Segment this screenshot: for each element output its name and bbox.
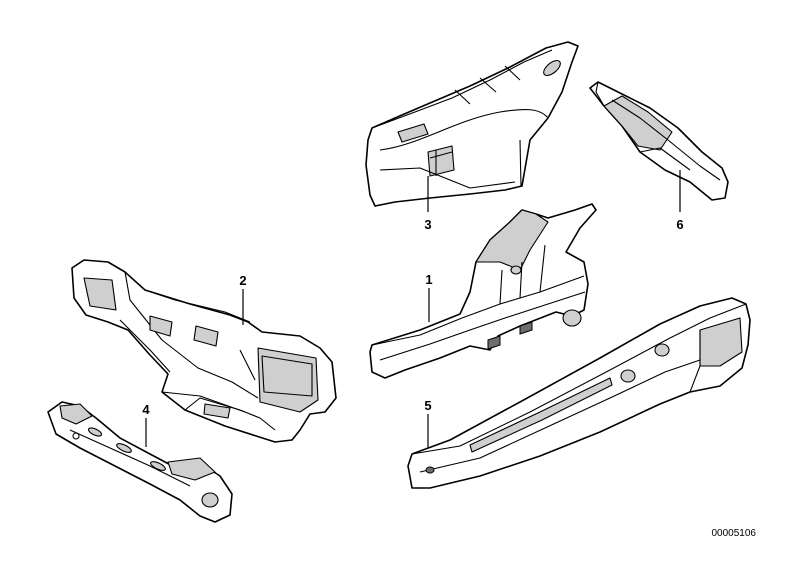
callout-1: 1	[425, 272, 433, 322]
part-5-long-member	[407, 297, 751, 489]
callout-2: 2	[239, 273, 247, 325]
callout-number-1: 1	[425, 272, 432, 287]
callout-number-2: 2	[239, 273, 246, 288]
callout-number-6: 6	[676, 217, 683, 232]
callout-number-5: 5	[424, 398, 431, 413]
part-4-cross-brace	[47, 401, 233, 523]
callout-4: 4	[142, 402, 150, 447]
diagram-code: 00005106	[712, 528, 757, 539]
part-6-reinforcement	[589, 81, 729, 201]
callout-number-3: 3	[424, 217, 431, 232]
part-3-wheel-arch-panel	[365, 41, 579, 207]
callout-3: 3	[424, 176, 432, 232]
callout-6: 6	[676, 170, 684, 232]
part-1-side-member	[369, 203, 597, 379]
callout-5: 5	[424, 398, 432, 448]
part-2-front-carrier	[71, 259, 337, 443]
callout-number-4: 4	[142, 402, 150, 417]
